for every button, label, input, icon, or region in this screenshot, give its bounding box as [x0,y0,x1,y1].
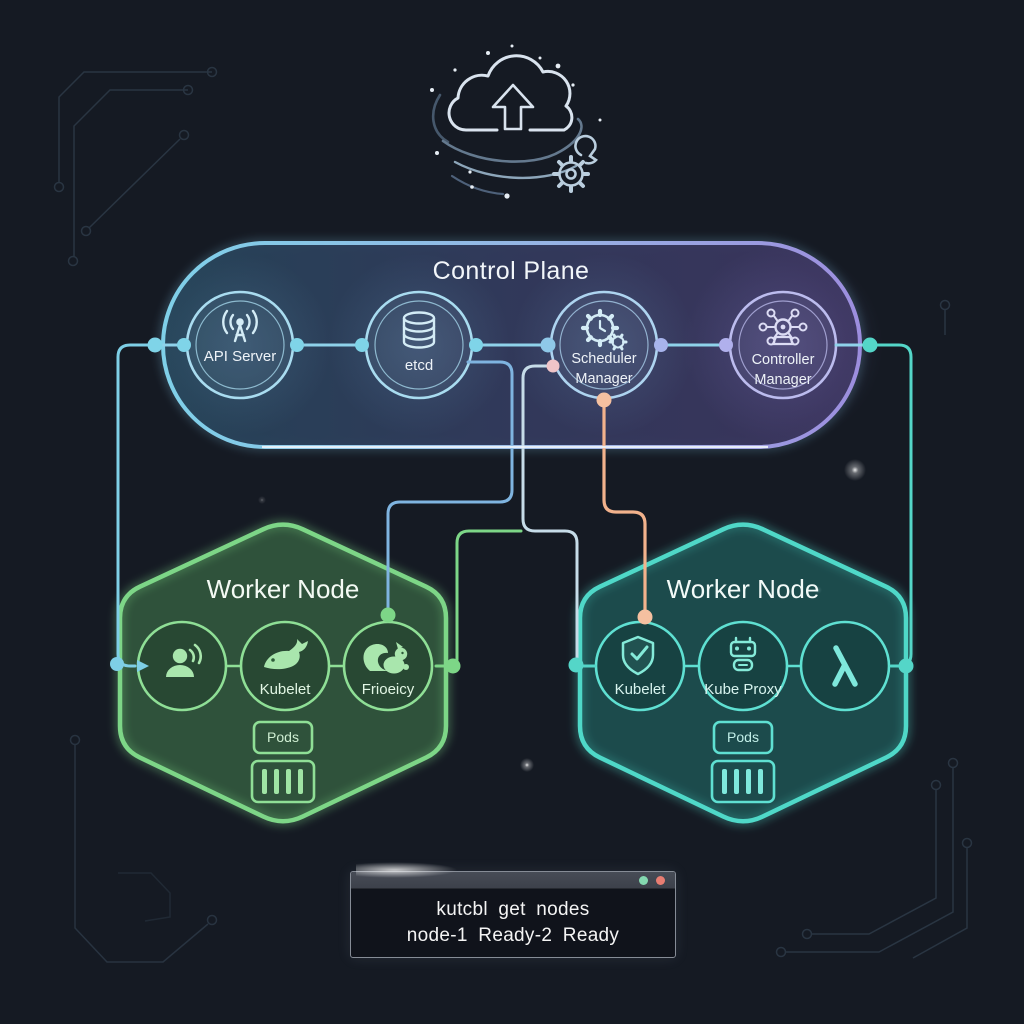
pods-label-right: Pods [727,729,759,745]
container-bars-icon [710,759,776,804]
shield-check-icon [621,635,655,676]
etcd-label: etcd [404,357,434,374]
connector-api-to-left-worker [116,343,157,668]
container-bars-left [262,769,303,794]
scheduler-halo [512,253,696,437]
squirrel-icon [363,642,409,674]
scheduler-manager-label: Scheduler Manager [571,351,637,388]
cloud-swirl-lines [431,93,583,196]
terminal-titlebar [351,872,675,889]
terminal-command-line: kutcbl get nodes [436,899,590,920]
terminal-window: kutcbl get nodes node-1 Ready-2 Ready [350,871,676,958]
circuit-decor-top-left [53,66,218,267]
api-server-halo [148,253,332,437]
terminal-body: kutcbl get nodes node-1 Ready-2 Ready [351,889,675,949]
window-close-dot [656,876,665,885]
connector-etcd-to-left-worker [386,360,514,612]
connector-dots [110,337,914,674]
gear-wrench-icon [552,134,598,193]
window-minimize-dot [639,876,648,885]
gear-clock-icon [580,308,628,351]
cloud-dots [430,44,602,199]
network-hub-icon [758,308,808,346]
controller-manager-label: Controller Manager [751,352,815,389]
circuit-decor-bottom-left [69,734,218,963]
worker-node-left-hexagon [114,519,452,827]
kubelet-right-label: Kubelet [614,681,666,698]
person-broadcast-icon [166,643,202,677]
terminal-output-line: node-1 Ready-2 Ready [406,925,620,946]
robot-icon [729,636,757,672]
cloud-upload-icon [447,54,574,132]
container-bars-icon [250,759,316,804]
connector-scheduler-to-right-worker [521,364,579,662]
api-server-label: API Server [203,348,277,365]
worker-right-components [594,620,891,712]
frioeicy-label: Frioeicy [361,681,415,698]
etcd-node [364,290,474,400]
control-plane-title: Control Plane [432,257,590,285]
connector-scheduler-orange [602,398,647,614]
worker-node-right-hexagon [574,519,912,827]
etcd-halo [327,253,511,437]
container-bars-right [722,769,763,794]
kube-proxy-label: Kube Proxy [704,681,782,698]
pods-box-right [710,720,776,804]
broadcast-antenna-icon [222,309,258,343]
background-stars [258,459,866,772]
api-server-node [185,290,295,400]
pods-label-left: Pods [267,729,299,745]
kubelet-left-label: Kubelet [259,681,311,698]
worker-node-left-title: Worker Node [206,574,360,604]
database-icon [402,311,436,349]
pods-box-left [250,720,316,804]
worker-node-right-title: Worker Node [666,574,820,604]
lambda-icon [832,645,858,687]
whale-icon [264,639,308,670]
circuit-decor-bottom-right [775,299,973,959]
